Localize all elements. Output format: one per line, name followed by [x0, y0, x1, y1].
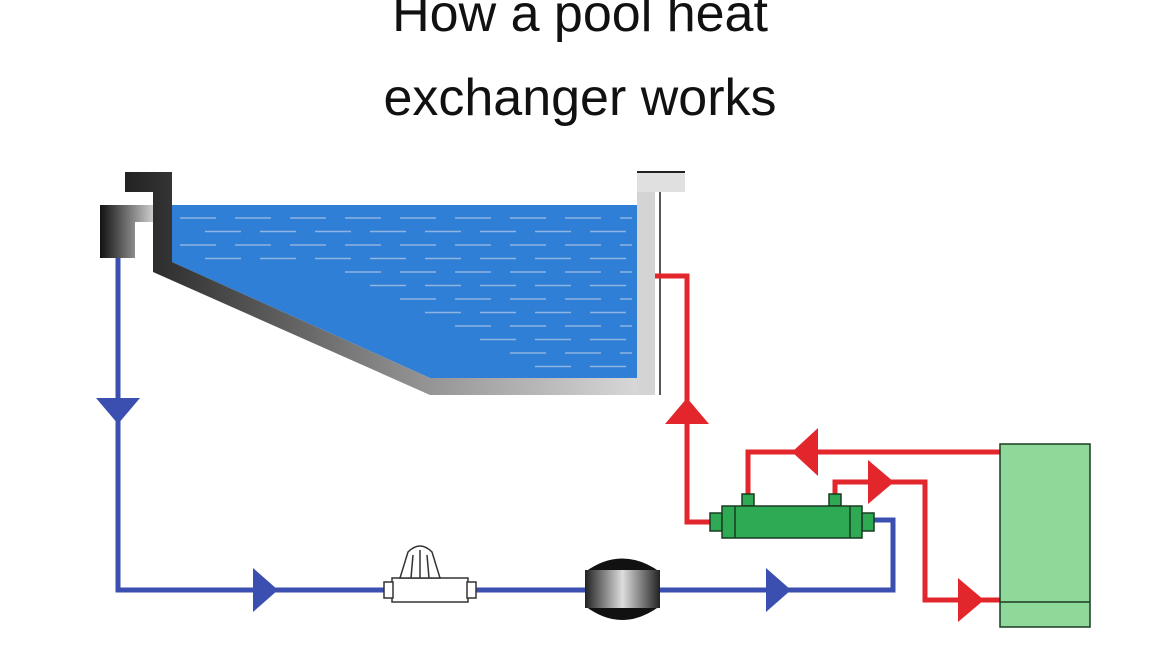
pump: [383, 545, 477, 603]
hot-water-pipe: [655, 273, 1000, 603]
diagram-title-line2: exchanger works: [383, 69, 777, 127]
flow-arrow-down-icon: [96, 398, 140, 424]
water-waves: [172, 200, 652, 205]
pool-lip-right: [637, 172, 685, 192]
boiler: [999, 443, 1091, 628]
wave-crest: [172, 200, 652, 205]
flow-arrow-right-icon: [253, 568, 278, 612]
pool-wall-right: [637, 172, 655, 395]
pool-water: [172, 205, 637, 378]
flow-arrow-right-icon: [958, 578, 984, 622]
skimmer: [100, 205, 153, 258]
pool: [125, 171, 685, 395]
diagram-title-line1: How a pool heat: [392, 0, 768, 43]
filter: [585, 558, 660, 620]
flow-arrow-right-icon: [868, 460, 894, 504]
cold-water-pipe: [115, 258, 896, 593]
heat-exchanger: [709, 493, 875, 539]
flow-arrow-left-icon: [792, 428, 818, 476]
flow-arrow-right-icon: [766, 568, 791, 612]
flow-arrow-up-icon: [665, 398, 709, 424]
water-ripples: [180, 217, 632, 368]
